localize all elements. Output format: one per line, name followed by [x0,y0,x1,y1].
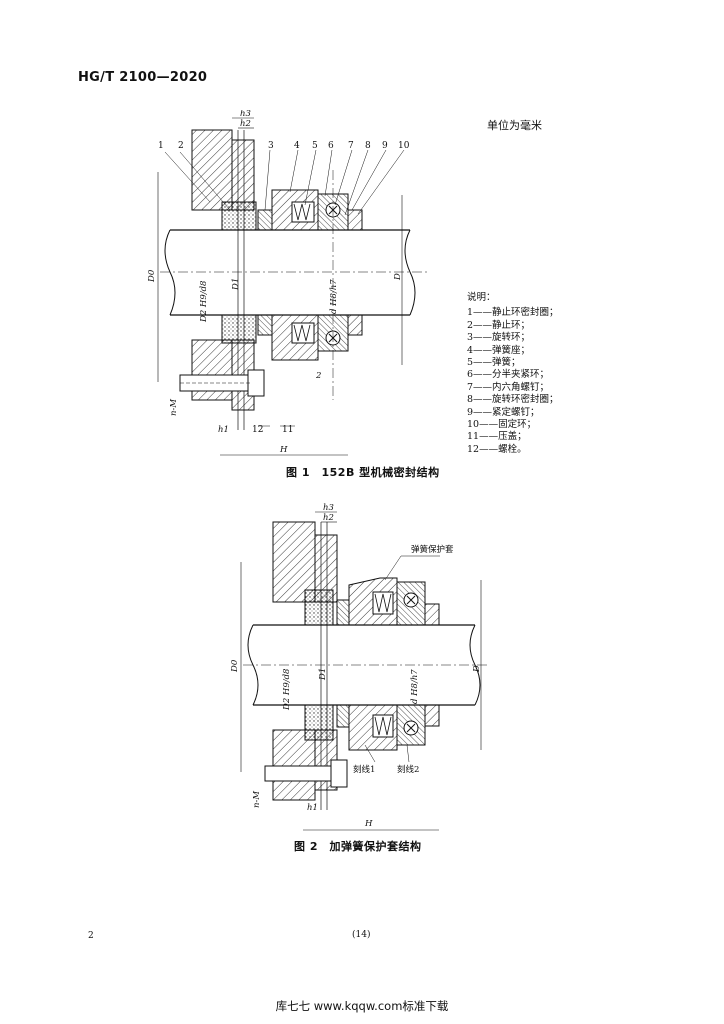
part-6-label: 6 [328,141,334,151]
dim-D2: D2 H9/d8 [282,668,292,711]
legend-item: 3——旋转环； [467,332,531,344]
legend-item: 12——螺栓。 [467,443,527,455]
dim-gap: 2 [315,371,321,381]
dim-D0: D0 [230,659,240,673]
part-9-label: 9 [382,141,388,151]
part-12-label: 12 [252,425,263,435]
legend-item: 2——静止环； [467,319,531,331]
part-5-label: 5 [312,141,318,151]
part-3-label: 3 [268,141,274,151]
legend-item: 1——静止环密封圈； [467,307,559,319]
figure-1-drawing: 1 2 3 4 5 6 7 8 9 10 11 12 h3 h2 h1 H 2 … [140,110,450,460]
figure-2-labels: 弹簧保护套 刻线1 刻线2 [353,544,454,775]
legend-item: 11——压盖； [467,431,527,443]
dim-H: H [279,445,288,455]
dim-h3: h3 [240,110,251,119]
dim-H: H [364,819,373,829]
figure-1-dimensions: h3 h2 h1 H 2 D0 D2 H9/d8 D1 d H8/h7 D n-… [147,110,403,455]
legend-item: 9——紧定螺钉； [467,406,540,418]
part-7-label: 7 [348,141,354,151]
figure-2-caption: 图 2 加弹簧保护套结构 [294,840,422,853]
legend-title: 说明： [467,292,496,303]
page-number: 2 [88,931,94,941]
legend-item: 7——内六角螺钉； [467,381,550,393]
part-2-label: 2 [178,141,184,151]
dim-D: D [472,665,482,673]
dim-h2: h2 [323,513,334,523]
legend-item: 5——弹簧； [467,357,521,369]
spring-cover-callout: 弹簧保护套 [411,544,454,555]
dim-h1: h1 [307,803,318,813]
page-sequence: (14) [352,930,371,940]
figure-1-part-numbers: 1 2 3 4 5 6 7 8 9 10 11 12 [158,141,410,435]
part-8-label: 8 [365,141,371,151]
dim-D2: D2 H9/d8 [199,280,209,323]
legend-item: 8——旋转环密封圈； [467,394,559,406]
legend-item: 10——固定环； [467,419,537,431]
scribe-line-2-label: 刻线2 [397,764,419,775]
dim-h1: h1 [218,425,229,435]
figure-1-caption: 图 1 152B 型机械密封结构 [286,466,440,479]
footer-watermark: 库七七 www.kqqw.com标准下载 [275,999,449,1013]
figure-2-drawing: 弹簧保护套 刻线1 刻线2 h3 h2 h1 H D0 D2 H9/d8 D1 … [225,500,505,835]
legend-item: 4——弹簧座； [467,344,531,356]
dim-nM: n-M [169,399,179,416]
dim-h3: h3 [323,503,334,513]
part-11-label: 11 [282,425,293,435]
part-10-label: 10 [398,141,410,151]
scribe-line-1-label: 刻线1 [353,764,375,775]
part-4-label: 4 [294,141,300,151]
dim-nM: n-M [252,791,262,808]
part-1-label: 1 [158,141,164,151]
legend-item: 6——分半夹紧环； [467,369,550,381]
unit-note: 单位为毫米 [487,119,542,132]
dim-D1: D1 [231,278,241,291]
dim-D: D [393,273,403,281]
dim-h2: h2 [240,119,251,129]
legend: 说明： 1——静止环密封圈； 2——静止环； 3——旋转环； 4——弹簧座； 5… [467,292,559,456]
document-code: HG/T 2100—2020 [78,70,208,85]
dim-D1: D1 [318,668,328,681]
dim-D0: D0 [147,269,157,283]
dim-d: d H8/h7 [410,669,420,704]
dim-d: d H8/h7 [329,279,339,314]
figure-2-dimensions: h3 h2 h1 H D0 D2 H9/d8 D1 d H8/h7 D n-M [230,503,482,829]
